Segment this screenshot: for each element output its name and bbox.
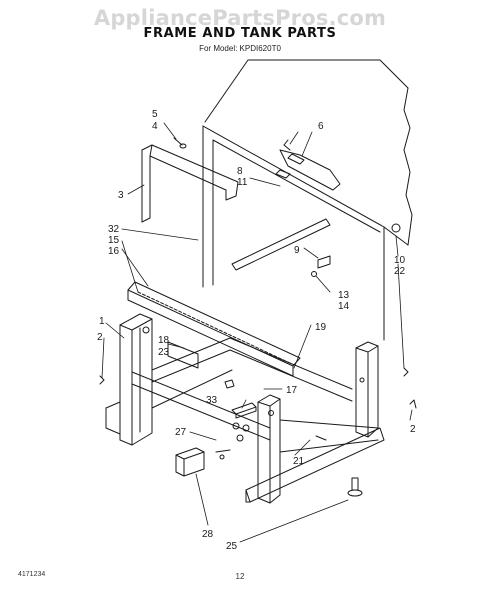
callout-1: 1: [99, 316, 105, 327]
cross-bar: [231, 218, 331, 271]
callout-4: 4: [152, 121, 158, 132]
callout-22: 22: [394, 266, 406, 277]
tank-box: [202, 59, 413, 341]
callout-2-right: 2: [410, 424, 416, 435]
junction-box-28: [175, 447, 231, 477]
small-parts: [99, 139, 417, 409]
model-subtitle: For Model: KPDI620T0: [199, 44, 281, 53]
callout-9: 9: [294, 245, 300, 256]
diagram-title: FRAME AND TANK PARTS: [143, 26, 337, 41]
callout-14: 14: [338, 301, 350, 312]
callout-11: 11: [237, 177, 248, 188]
callout-33: 33: [206, 395, 218, 406]
callout-18: 18: [158, 335, 170, 346]
callout-17: 17: [286, 385, 298, 396]
frame-holes: [232, 422, 250, 442]
callout-5: 5: [152, 109, 158, 120]
callout-3: 3: [118, 190, 124, 201]
callout-19: 19: [315, 322, 327, 333]
cross-member-18-23: [167, 341, 199, 369]
base-plate: [245, 427, 385, 503]
watermark: AppliancePartsPros.com: [93, 6, 387, 30]
right-front-post: [257, 394, 281, 504]
callout-16: 16: [108, 246, 120, 257]
left-frame: [105, 313, 153, 446]
callout-10: 10: [394, 255, 406, 266]
callout-28: 28: [202, 529, 214, 540]
document-number: 4171234: [18, 571, 46, 578]
callout-23: 23: [158, 347, 170, 358]
callout-6: 6: [318, 121, 324, 132]
front-rail: [127, 281, 301, 377]
callout-15: 15: [108, 235, 120, 246]
leader-lines: [101, 122, 413, 543]
front-base-rails: [131, 337, 353, 441]
bracket-33: [231, 402, 257, 419]
side-rail: [141, 144, 239, 223]
side-panel: [279, 419, 379, 453]
callout-labels: 5 4 3 32 15 16 1 2 18 23 8 11 6 9 13 14 …: [97, 109, 416, 552]
callout-2-left: 2: [97, 332, 103, 343]
callout-32: 32: [108, 224, 120, 235]
page-number: 12: [235, 572, 245, 581]
callout-13: 13: [338, 290, 350, 301]
leveling-foot: [347, 477, 363, 497]
screw-5-4: [173, 137, 187, 149]
callout-25: 25: [226, 541, 238, 552]
callout-27: 27: [175, 427, 187, 438]
callout-8: 8: [237, 166, 243, 177]
right-rear-post: [355, 341, 379, 438]
callout-21: 21: [293, 456, 305, 467]
